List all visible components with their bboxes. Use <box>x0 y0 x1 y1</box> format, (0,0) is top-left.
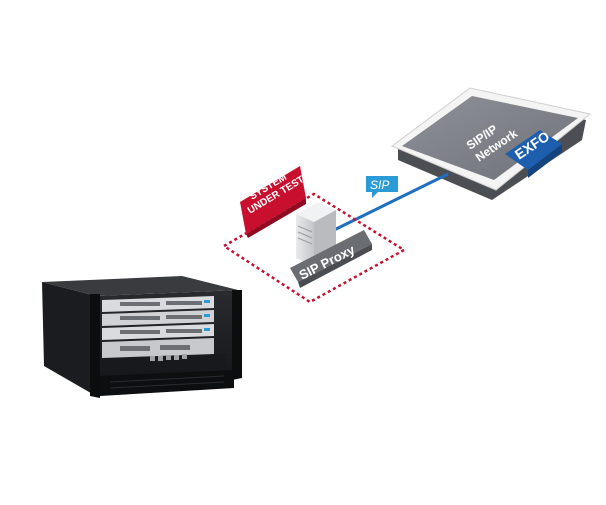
module-slot <box>102 338 214 358</box>
system-under-test-banner <box>240 166 306 238</box>
network-tile: EXFO SIP/IP Network <box>391 87 592 200</box>
sip-badge <box>366 176 398 198</box>
test-platform-chassis <box>42 276 242 398</box>
sip-proxy-plate <box>290 230 372 288</box>
sip-link-line <box>329 172 449 234</box>
exfo-logo <box>505 130 562 178</box>
network-tile-face <box>402 96 578 180</box>
sip-badge-label: SIP <box>370 178 389 192</box>
